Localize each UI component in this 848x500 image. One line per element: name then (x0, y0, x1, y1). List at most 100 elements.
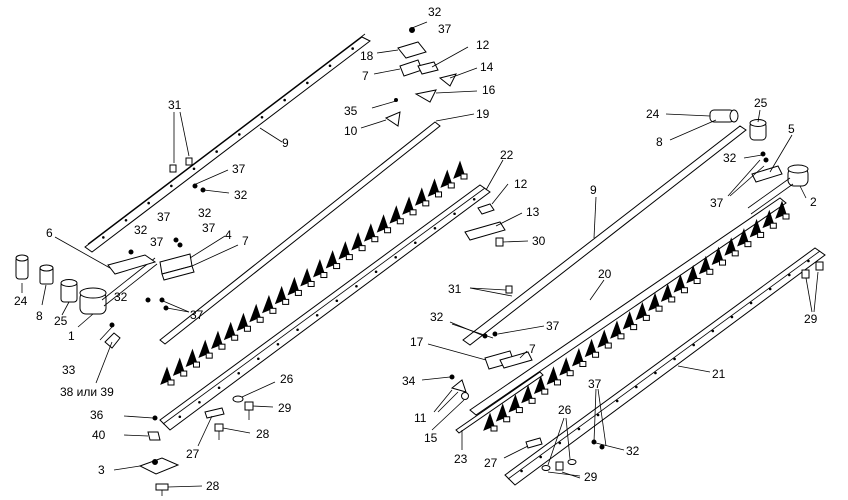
part-9-right-bar (462, 125, 747, 346)
bar-hole (237, 371, 240, 375)
bar-hole (472, 197, 476, 201)
knife-clip (371, 236, 379, 243)
bar-hole (328, 64, 332, 68)
part-34-bolt (449, 374, 455, 380)
label-15: 15 (424, 431, 438, 445)
label-26-right: 26 (558, 403, 572, 417)
part-40-washer (147, 431, 161, 441)
label-20: 20 (598, 267, 612, 281)
part-25-left-cap (60, 279, 78, 303)
label-7-right: 7 (529, 342, 536, 356)
bar-hole (296, 328, 299, 332)
part-8-left-bushing (39, 264, 54, 285)
knife-clip (731, 250, 739, 257)
label-27-right: 27 (484, 456, 498, 470)
label-37-c: 37 (202, 221, 216, 235)
knife-clip (592, 351, 600, 358)
bar-hole (215, 150, 218, 153)
label-37-d: 37 (150, 235, 164, 249)
label-38-or-39: 38 или 39 (60, 385, 114, 399)
part-9-left-bar (84, 33, 371, 253)
bar-hole (355, 284, 358, 288)
label-2: 2 (810, 195, 817, 209)
part-30-bolt (495, 237, 504, 247)
bar-hole (315, 313, 319, 317)
knife-clip (231, 334, 239, 341)
part-24-left-pin (15, 254, 29, 280)
part-36-bolt (152, 415, 158, 421)
bar-hole (807, 259, 810, 263)
knife-clip (579, 360, 587, 367)
bar-hole (768, 287, 772, 291)
bar-hole (178, 415, 182, 419)
bar-hole (749, 301, 753, 305)
bar-hole (711, 329, 715, 333)
part-21-holes (520, 259, 810, 473)
part-1-knife-head (79, 257, 158, 315)
knife-clip (345, 254, 353, 261)
knife-clip (422, 200, 430, 207)
leader-lines (21, 21, 819, 488)
label-3: 3 (98, 463, 105, 477)
label-32-right-mid: 32 (430, 310, 444, 324)
part-16-finger (414, 89, 437, 103)
knife-clip (655, 305, 663, 312)
label-8-right: 8 (656, 135, 663, 149)
label-12-top: 12 (476, 38, 490, 52)
bar-hole (192, 167, 196, 171)
bar-hole (539, 455, 542, 459)
bar-hole (238, 133, 241, 136)
bar-hole (635, 385, 638, 389)
knife-clip (680, 287, 688, 294)
part-6-drive-plate (107, 254, 157, 275)
label-32-d: 32 (114, 290, 128, 304)
knife-clip (460, 173, 468, 180)
bar-hole (335, 299, 339, 303)
knife-clip (541, 388, 549, 395)
label-7-left: 7 (242, 234, 249, 248)
label-27-left: 27 (186, 447, 200, 461)
part-35-pin (371, 98, 398, 109)
label-24-right: 24 (646, 107, 660, 121)
label-25-right: 25 (754, 96, 768, 110)
label-23: 23 (454, 452, 468, 466)
bar-hole (654, 371, 657, 375)
label-33: 33 (62, 363, 76, 377)
part-27-plate-right (525, 437, 543, 449)
right-knife-sections (483, 200, 790, 432)
part-26-washers-right (541, 459, 577, 471)
bar-hole (394, 255, 397, 259)
label-37-top: 37 (438, 22, 452, 36)
part-9-left-holes (102, 47, 354, 239)
label-40: 40 (92, 428, 106, 442)
label-9-right: 9 (590, 183, 597, 197)
label-16: 16 (482, 83, 496, 97)
knife-clip (435, 191, 443, 198)
callout-labels: 24 8 25 1 33 38 или 39 6 31 9 37 32 37 3… (14, 5, 818, 493)
knife-clip (757, 231, 765, 238)
knife-clip (782, 213, 790, 220)
knife-clip (256, 316, 264, 323)
knife-clip (409, 209, 417, 216)
part-14-finger (438, 73, 457, 87)
knife-clip (358, 245, 366, 252)
bar-hole (596, 413, 600, 417)
part-7-plate-right (499, 351, 533, 369)
label-4: 4 (225, 228, 232, 242)
label-29-bottom: 29 (584, 470, 598, 484)
part-33-bolt (109, 322, 115, 328)
part-29-bolts-right (555, 261, 824, 471)
label-11: 11 (414, 411, 427, 425)
knife-clip (706, 268, 714, 275)
knife-clip (566, 370, 574, 377)
label-34: 34 (402, 374, 416, 388)
label-37-e: 37 (190, 308, 204, 322)
knife-clip (630, 324, 638, 331)
label-32-b: 32 (198, 206, 212, 220)
bar-hole (260, 115, 264, 119)
knife-clip (269, 307, 277, 314)
bar-hole (558, 441, 562, 445)
label-25-left: 25 (54, 314, 68, 328)
bar-hole (102, 236, 105, 239)
